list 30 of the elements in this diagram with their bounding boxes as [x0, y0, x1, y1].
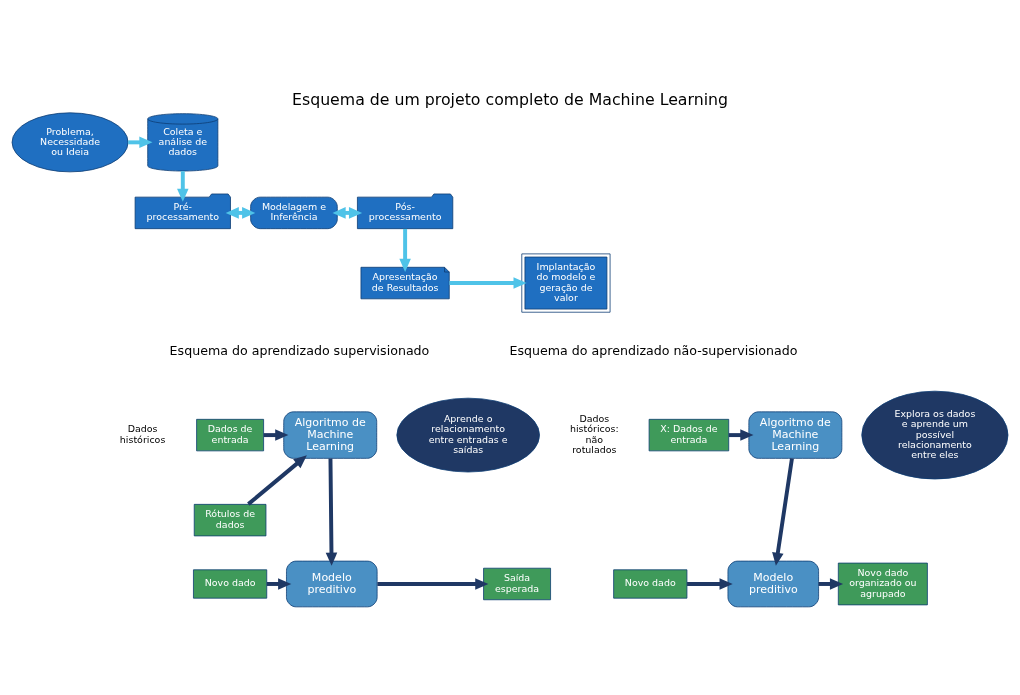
arrow [377, 577, 489, 590]
node-box: Algoritmo de Machine Learning [283, 410, 378, 459]
node-box: Algoritmo de Machine Learning [748, 410, 843, 459]
node-box: Modelagem e Inferência [250, 196, 338, 229]
label: Esquema do aprendizado não-supervisionado [509, 342, 798, 358]
node-box: Dados de entrada [196, 418, 264, 451]
arrow [449, 276, 527, 289]
node-box: Modelo preditivo [727, 560, 819, 607]
arrow [247, 454, 307, 506]
arrow [687, 577, 733, 590]
node-ellipse: Problema, Necessidade ou Ideia [11, 111, 129, 172]
node-ellipse: Aprende o relacionamento entre entradas e saídas [396, 397, 540, 472]
label: Dados históricos: não rotulados [570, 412, 619, 455]
node-box: Novo dado [193, 568, 268, 599]
arrow [332, 206, 363, 219]
arrow [177, 170, 189, 202]
node-box: Novo dado organizado ou agrupado [837, 562, 928, 605]
arrow [325, 458, 338, 566]
node-box: Saída esperada [483, 567, 551, 600]
node-box: Novo dado [613, 568, 688, 599]
node-box: X: Dados de entrada [648, 418, 730, 451]
arrow [399, 228, 411, 272]
node-ellipse: Explora os dados e aprende um possível relacionamento entre eles [861, 390, 1009, 479]
arrow [772, 457, 794, 566]
diagram-title: Esquema de um projeto completo de Machine Learning [291, 89, 729, 109]
arrow [225, 206, 256, 219]
label: Esquema do aprendizado supervisionado [169, 342, 430, 358]
label: Dados históricos [119, 422, 166, 445]
node-box: Modelo preditivo [286, 560, 378, 607]
node-box: Rótulos de dados [193, 503, 267, 536]
